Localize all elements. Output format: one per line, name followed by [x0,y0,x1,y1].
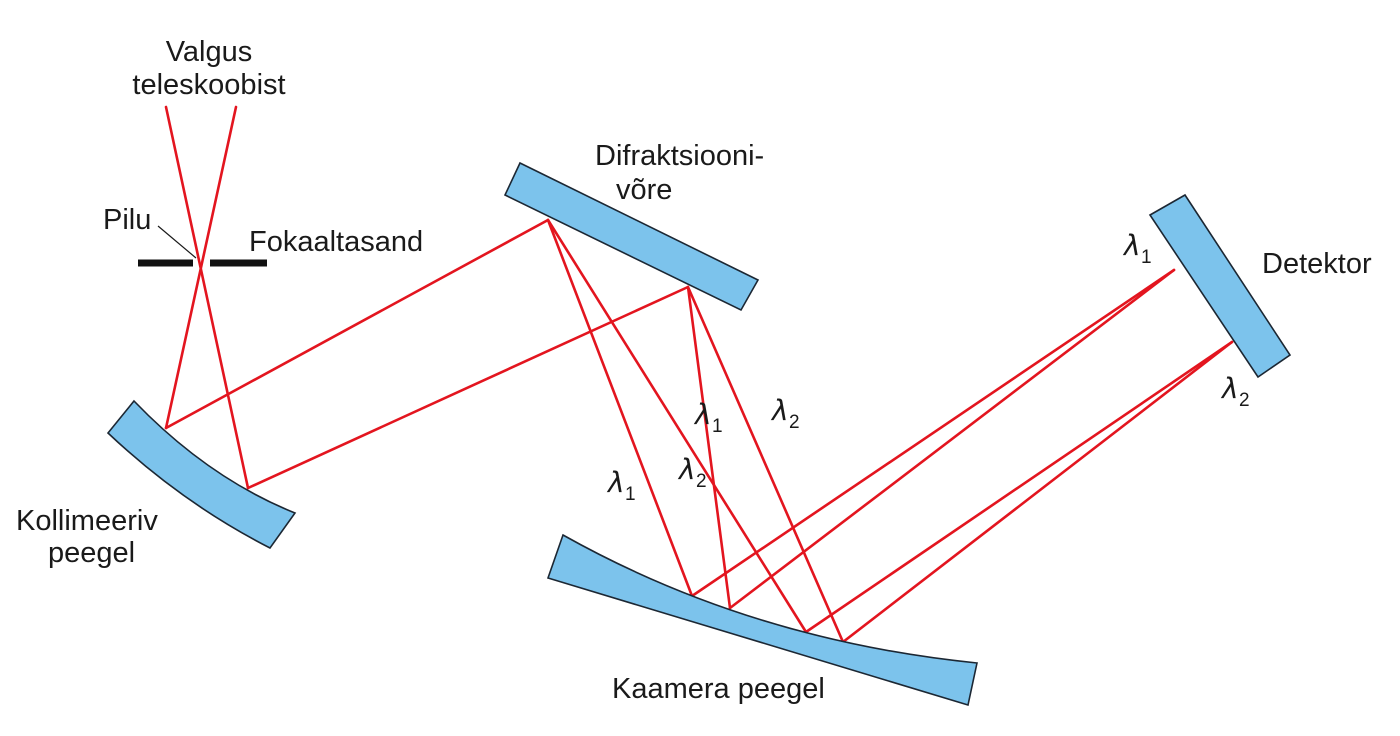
collimating-mirror [106,399,297,550]
svg-text:2: 2 [789,412,800,433]
ray-incoming-left [164,105,250,490]
svg-text:2: 2 [1239,390,1250,411]
svg-text:1: 1 [625,484,636,505]
ray-camera-to-detector-1b [728,268,1176,610]
light-rays [164,105,1234,644]
svg-text:λ: λ [1220,372,1239,405]
wavelength-label-lambda2-mid: λ 2 [770,394,800,433]
camera-mirror [546,533,978,707]
label-slit: Pilu [103,204,151,236]
svg-text:λ: λ [677,453,696,486]
svg-text:λ: λ [606,466,625,499]
svg-text:λ: λ [770,394,789,427]
ray-camera-to-detector-2b [841,340,1234,644]
svg-text:1: 1 [712,416,723,437]
ray-incoming-right [164,105,238,430]
ray-collimated-lower [246,285,690,490]
ray-diffracted-b-lambda1 [686,285,732,610]
label-light-from-telescope-line1: Valgus [166,36,253,68]
detector [1148,193,1292,379]
svg-text:λ: λ [1122,229,1141,262]
svg-text:2: 2 [696,471,707,492]
wavelength-label-lambda2-detector: λ 2 [1220,372,1250,411]
wavelength-label-lambda1-detector: λ 1 [1122,229,1152,268]
ray-camera-to-detector-2a [804,340,1234,634]
ray-collimated-upper [164,218,550,430]
ray-diffracted-b-lambda2 [686,285,845,644]
ray-diffracted-a-lambda2 [546,218,808,634]
ray-camera-to-detector-1a [690,268,1176,598]
label-grating-line1: Difraktsiooni- [595,140,764,172]
label-detector: Detektor [1262,248,1372,280]
label-light-from-telescope-line2: teleskoobist [132,69,285,101]
wavelength-label-lambda1-mid: λ 1 [693,398,723,437]
label-camera-mirror: Kaamera peegel [612,673,825,705]
ray-diffracted-a-lambda1 [546,218,694,598]
label-focal-plane: Fokaaltasand [249,226,423,258]
label-collimator-line2: peegel [48,537,135,569]
svg-text:λ: λ [693,398,712,431]
label-grating-line2: võre [616,174,672,206]
diffraction-grating [503,161,760,312]
slit-leader-line [157,225,197,259]
svg-text:1: 1 [1141,247,1152,268]
wavelength-label-lambda2-left: λ 2 [677,453,707,492]
label-collimator-line1: Kollimeeriv [16,505,158,537]
wavelength-label-lambda1-left: λ 1 [606,466,636,505]
